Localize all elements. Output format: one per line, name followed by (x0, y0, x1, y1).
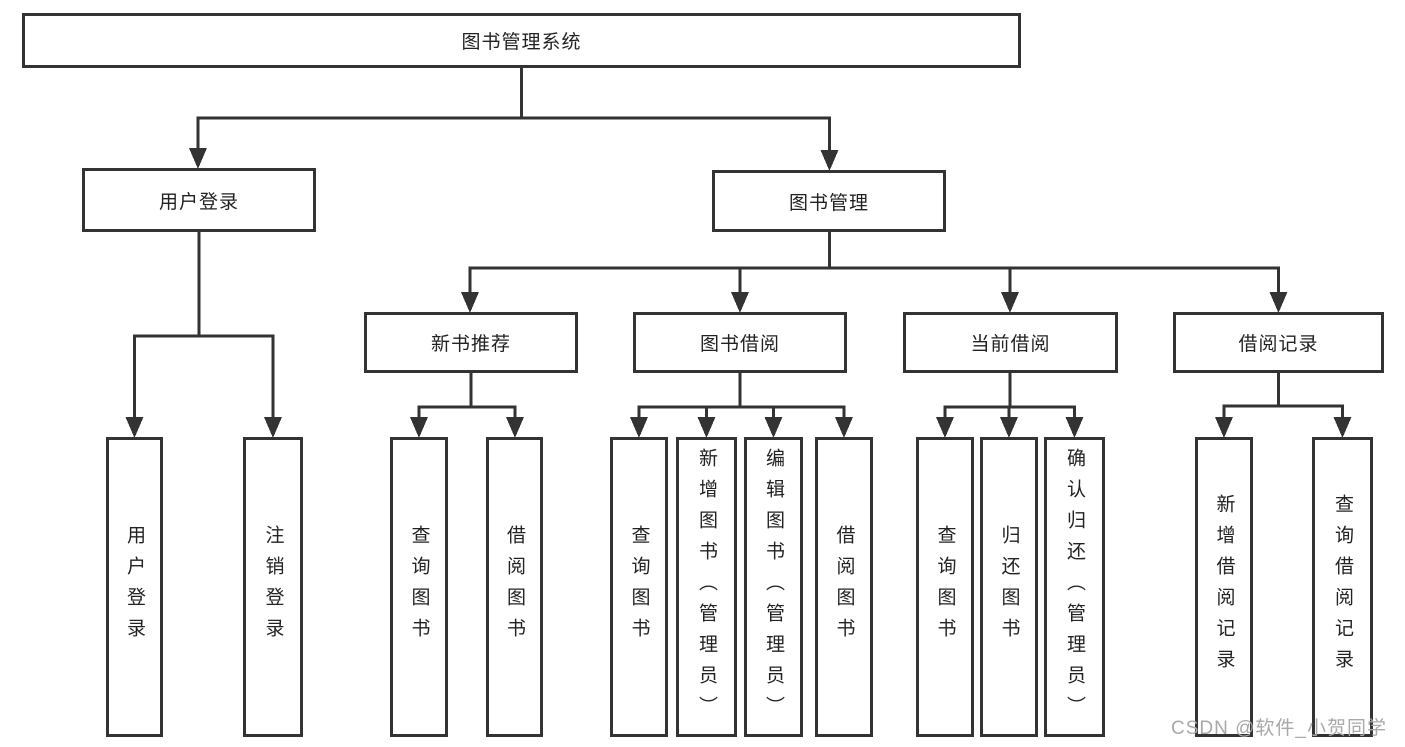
arrowhead (461, 292, 479, 313)
connector-new-book-rec-children (410, 373, 524, 438)
arrowhead (264, 417, 282, 438)
arrowhead (835, 417, 853, 438)
node-book-mgmt: 图书管理 (712, 170, 946, 232)
node-borrow-records: 借阅记录 (1173, 312, 1384, 373)
arrowhead (1000, 417, 1018, 438)
arrowhead (1269, 292, 1288, 313)
arrowhead (1215, 417, 1233, 438)
csdn-watermark: CSDN @软件_小贺同学 (1171, 718, 1387, 739)
node-cb-return-books-label: 归还图书 (998, 525, 1020, 649)
arrowhead (1001, 292, 1019, 313)
node-login-leaf: 用户登录 (106, 437, 163, 737)
node-current-borrow: 当前借阅 (903, 312, 1118, 373)
node-borrow-records-label: 借阅记录 (1238, 334, 1319, 355)
arrowhead (731, 292, 749, 313)
node-bb-query-books: 查询图书 (610, 437, 668, 737)
node-user-login: 用户登录 (82, 168, 316, 232)
arrowhead (189, 148, 207, 169)
node-rec-query-books: 查询图书 (390, 437, 448, 737)
node-cb-confirm-return: 确认归还（管理员） (1044, 437, 1105, 737)
arrowhead (1333, 417, 1352, 438)
node-bb-add-books: 新增图书（管理员） (676, 437, 737, 737)
node-new-book-rec-label: 新书推荐 (430, 334, 511, 355)
node-cb-return-books: 归还图书 (980, 437, 1038, 737)
node-bb-edit-books: 编辑图书（管理员） (744, 437, 803, 737)
node-book-borrow: 图书借阅 (633, 312, 847, 373)
connector-current-borrow-children (936, 373, 1084, 438)
connector-book-mgmt-children (461, 232, 1288, 313)
node-root: 图书管理系统 (22, 13, 1021, 68)
node-bb-edit-books-label: 编辑图书（管理员） (763, 447, 784, 727)
node-bb-query-books-label: 查询图书 (628, 525, 650, 649)
arrowhead (820, 150, 839, 171)
node-bb-borrow-books: 借阅图书 (815, 437, 873, 737)
connector-borrow-records-children (1215, 373, 1352, 438)
node-br-query-record-label: 查询借阅记录 (1332, 494, 1353, 680)
node-cb-query-books-label: 查询图书 (934, 525, 956, 649)
node-book-mgmt-label: 图书管理 (788, 192, 869, 214)
node-current-borrow-label: 当前借阅 (970, 334, 1051, 355)
node-br-query-record: 查询借阅记录 (1312, 437, 1373, 737)
node-user-login-label: 用户登录 (158, 191, 239, 213)
arrowhead (630, 417, 648, 438)
node-rec-borrow-books-label: 借阅图书 (504, 525, 525, 649)
node-bb-add-books-label: 新增图书（管理员） (696, 447, 717, 727)
node-root-label: 图书管理系统 (461, 32, 582, 53)
node-new-book-rec: 新书推荐 (364, 312, 578, 373)
arrowhead (1065, 417, 1084, 438)
arrowhead (697, 417, 716, 438)
node-br-add-record: 新增借阅记录 (1195, 437, 1253, 737)
node-logout-leaf: 注销登录 (243, 437, 303, 737)
connector-book-borrow-children (630, 373, 853, 438)
node-cb-confirm-return-label: 确认归还（管理员） (1064, 447, 1085, 727)
node-login-leaf-label: 用户登录 (124, 525, 145, 649)
connector-user-login-children (125, 232, 282, 438)
node-cb-query-books: 查询图书 (916, 437, 974, 737)
arrowhead (125, 417, 144, 438)
node-book-borrow-label: 图书借阅 (699, 334, 780, 355)
arrowhead (764, 417, 783, 438)
arrowhead (506, 417, 524, 438)
node-rec-query-books-label: 查询图书 (408, 525, 430, 649)
node-rec-borrow-books: 借阅图书 (486, 437, 543, 737)
arrowhead (936, 417, 954, 438)
node-bb-borrow-books-label: 借阅图书 (833, 525, 855, 649)
node-logout-leaf-label: 注销登录 (262, 525, 284, 649)
connector-root-to-level2 (189, 66, 839, 171)
node-br-add-record-label: 新增借阅记录 (1213, 494, 1235, 680)
arrowhead (410, 417, 428, 438)
